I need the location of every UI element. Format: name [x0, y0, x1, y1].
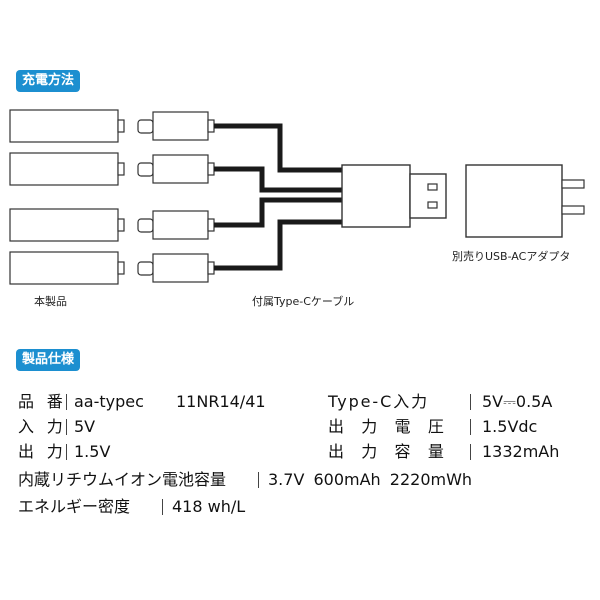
cable-wires: [214, 123, 342, 271]
separator: [66, 419, 67, 435]
section-title-spec: 製品仕様: [16, 349, 81, 371]
battery-4: [9, 251, 125, 285]
typec-input-value: 5V⎓0.5A: [482, 392, 553, 411]
battery-1: [9, 109, 125, 143]
battery-capacity-label: 内蔵リチウムイオン電池容量: [18, 470, 227, 489]
typec-input-label: Type-C入力: [328, 392, 430, 411]
input-value: 5V: [74, 417, 96, 436]
separator: [162, 499, 163, 515]
model-value: aa-typec: [74, 392, 144, 411]
cable-label: 付属Type-Cケーブル: [252, 295, 355, 308]
separator: [470, 419, 471, 435]
model-label: 品番: [18, 392, 76, 411]
output-capacity-label: 出力容量: [328, 442, 462, 461]
section-title-charging: 充電方法: [16, 70, 81, 92]
separator: [66, 394, 67, 410]
separator: [66, 444, 67, 460]
cable-splitter: [341, 164, 411, 228]
typec-plug-4: [137, 253, 215, 283]
separator: [258, 472, 259, 488]
output-capacity-value: 1332mAh: [482, 442, 560, 461]
usb-a-plug: [409, 173, 447, 219]
typec-plug-1: [137, 111, 215, 141]
battery-capacity-value: 3.7V 600mAh 2220mWh: [268, 470, 473, 489]
separator: [470, 444, 471, 460]
input-label: 入力: [18, 417, 76, 436]
energy-density-label: エネルギー密度: [18, 497, 131, 516]
product-label: 本製品: [34, 295, 67, 308]
battery-3: [9, 208, 125, 242]
energy-density-value: 418 wh/L: [172, 497, 246, 516]
output-voltage-label: 出力電圧: [328, 417, 462, 436]
output-voltage-value: 1.5Vdc: [482, 417, 538, 436]
battery-2: [9, 152, 125, 186]
output-value: 1.5V: [74, 442, 111, 461]
typec-plug-3: [137, 210, 215, 240]
adapter-label: 別売りUSB-ACアダプタ: [452, 250, 571, 263]
usb-ac-adapter: [465, 164, 585, 238]
typec-plug-2: [137, 154, 215, 184]
separator: [470, 394, 471, 410]
model-code: 11NR14/41: [176, 392, 266, 411]
output-label: 出力: [18, 442, 76, 461]
